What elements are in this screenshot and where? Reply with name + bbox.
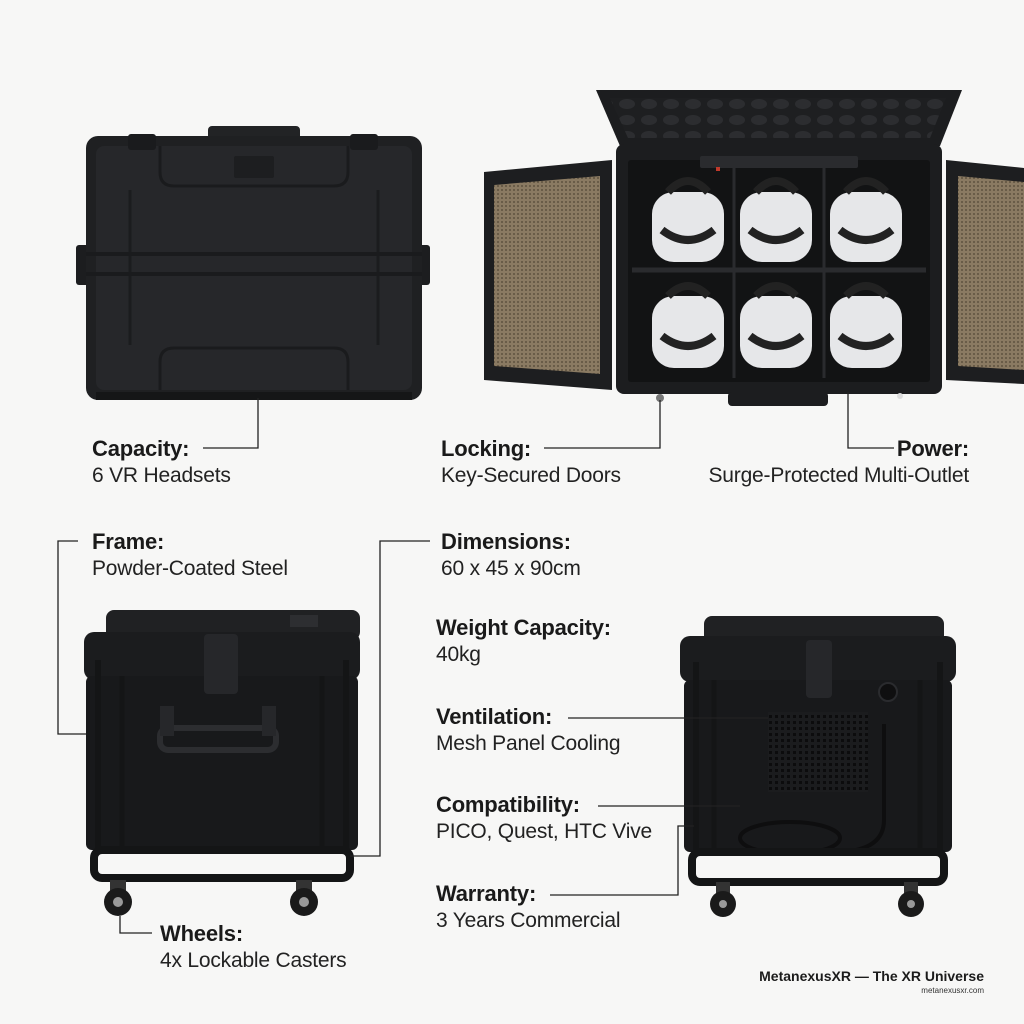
leader-line-power bbox=[847, 392, 894, 449]
spec-label: Warranty: bbox=[436, 881, 537, 906]
leader-line-locking bbox=[544, 400, 661, 449]
headset-icon bbox=[652, 282, 724, 368]
spec-label: Weight Capacity: bbox=[436, 615, 611, 640]
spec-ventilation: Ventilation: Mesh Panel Cooling bbox=[436, 704, 621, 758]
spec-value: Powder-Coated Steel bbox=[92, 557, 288, 580]
headset-icon bbox=[740, 177, 812, 262]
leader-line-warranty bbox=[550, 825, 694, 896]
spec-compatibility: Compatibility: PICO, Quest, HTC Vive bbox=[436, 792, 652, 846]
spec-capacity: Capacity: 6 VR Headsets bbox=[92, 436, 231, 490]
spec-value: 60 x 45 x 90cm bbox=[441, 557, 581, 580]
spec-value: PICO, Quest, HTC Vive bbox=[436, 820, 652, 843]
spec-label: Capacity: bbox=[92, 436, 190, 461]
spec-weight-capacity: Weight Capacity: 40kg bbox=[436, 615, 611, 669]
leader-line-dimensions bbox=[350, 540, 430, 857]
spec-value: Key-Secured Doors bbox=[441, 464, 621, 487]
spec-power: Power: Surge-Protected Multi-Outlet bbox=[708, 436, 969, 490]
headset-icon bbox=[652, 177, 724, 262]
spec-wheels: Wheels: 4x Lockable Casters bbox=[160, 921, 347, 975]
closed-case-top-view bbox=[76, 126, 430, 400]
spec-frame: Frame: Powder-Coated Steel bbox=[92, 529, 288, 583]
open-case-with-headsets bbox=[484, 90, 1024, 406]
brand-url: metanexusxr.com bbox=[921, 986, 984, 995]
spec-value: 3 Years Commercial bbox=[436, 909, 621, 932]
brand-name: MetanexusXR — The XR Universe bbox=[759, 968, 984, 984]
spec-value: 40kg bbox=[436, 643, 481, 666]
spec-label: Wheels: bbox=[160, 921, 243, 946]
spec-value: Mesh Panel Cooling bbox=[436, 732, 621, 755]
spec-value: 6 VR Headsets bbox=[92, 464, 231, 487]
spec-dimensions: Dimensions: 60 x 45 x 90cm bbox=[441, 529, 581, 583]
leader-line-frame bbox=[57, 540, 86, 735]
spec-locking: Locking: Key-Secured Doors bbox=[441, 436, 621, 490]
leader-lines bbox=[57, 392, 894, 934]
headset-icon bbox=[830, 282, 902, 368]
leader-line-capacity bbox=[203, 398, 259, 449]
spec-label: Locking: bbox=[441, 436, 532, 461]
brand-footer: MetanexusXR — The XR Universe metanexusx… bbox=[759, 968, 984, 995]
spec-label: Compatibility: bbox=[436, 792, 580, 817]
spec-label: Dimensions: bbox=[441, 529, 571, 554]
spec-value: Surge-Protected Multi-Outlet bbox=[708, 464, 969, 487]
headset-icon bbox=[830, 177, 902, 262]
spec-label: Frame: bbox=[92, 529, 165, 554]
cart-front-view bbox=[84, 610, 360, 916]
spec-value: 4x Lockable Casters bbox=[160, 949, 347, 972]
cart-back-view bbox=[680, 616, 956, 917]
headset-icon bbox=[740, 282, 812, 368]
spec-label: Ventilation: bbox=[436, 704, 553, 729]
spec-label: Power: bbox=[896, 436, 969, 461]
spec-warranty: Warranty: 3 Years Commercial bbox=[436, 881, 621, 935]
leader-line-wheels bbox=[119, 916, 152, 934]
